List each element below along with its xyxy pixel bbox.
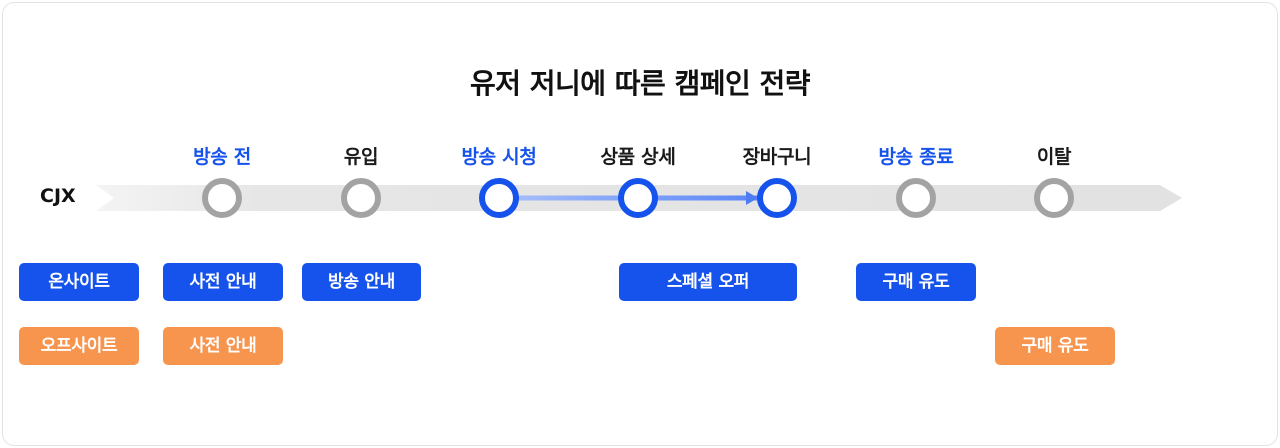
- onsite-row-label: 온사이트: [19, 263, 139, 301]
- onsite-chip-pre-notice: 사전 안내: [163, 263, 283, 301]
- stage-node-product-detail: [618, 178, 658, 218]
- diagram-title: 유저 저니에 따른 캠페인 전략: [469, 67, 811, 100]
- stage-label-product-detail: 상품 상세: [600, 146, 676, 168]
- stage-node-watching: [479, 178, 519, 218]
- stage-label-broadcast-end: 방송 종료: [878, 146, 954, 168]
- stage-node-pre-broadcast: [202, 178, 242, 218]
- stage-node-inflow: [341, 178, 381, 218]
- stage-node-exit: [1034, 178, 1074, 218]
- onsite-chip-broadcast-notice: 방송 안내: [302, 263, 421, 301]
- onsite-chip-special-offer: 스페셜 오퍼: [619, 263, 797, 301]
- stage-node-broadcast-end: [896, 178, 936, 218]
- offsite-row-label: 오프사이트: [19, 327, 139, 365]
- stage-label-cart: 장바구니: [742, 146, 812, 168]
- onsite-chip-purchase-prompt: 구매 유도: [856, 263, 976, 301]
- stage-label-pre-broadcast: 방송 전: [193, 146, 251, 168]
- offsite-chip-purchase-prompt: 구매 유도: [995, 327, 1115, 365]
- row-label-cjx: CJX: [40, 185, 76, 207]
- stage-label-inflow: 유입: [343, 146, 379, 168]
- stage-label-exit: 이탈: [1036, 146, 1072, 168]
- offsite-chip-pre-notice: 사전 안내: [163, 327, 283, 365]
- stage-node-cart: [757, 178, 797, 218]
- active-flow-arrowhead: [746, 191, 758, 205]
- stage-label-watching: 방송 시청: [461, 146, 537, 168]
